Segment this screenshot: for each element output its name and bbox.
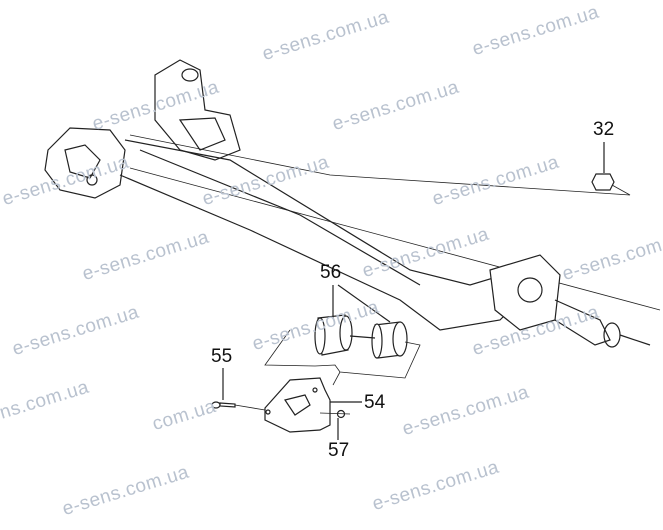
callout-54[interactable]: 54	[364, 392, 386, 413]
nut-32	[129, 134, 631, 196]
bushings-56	[264, 284, 421, 379]
left-mount-bracket	[44, 59, 241, 199]
callout-57[interactable]: 57	[328, 440, 350, 461]
callout-32[interactable]: 32	[593, 119, 615, 140]
nut-57	[319, 409, 351, 440]
right-hub-assembly	[489, 254, 651, 348]
bolt-55	[211, 368, 266, 411]
callout-55[interactable]: 55	[211, 346, 233, 367]
callout-56[interactable]: 56	[320, 262, 342, 283]
bracket-54	[264, 371, 362, 433]
